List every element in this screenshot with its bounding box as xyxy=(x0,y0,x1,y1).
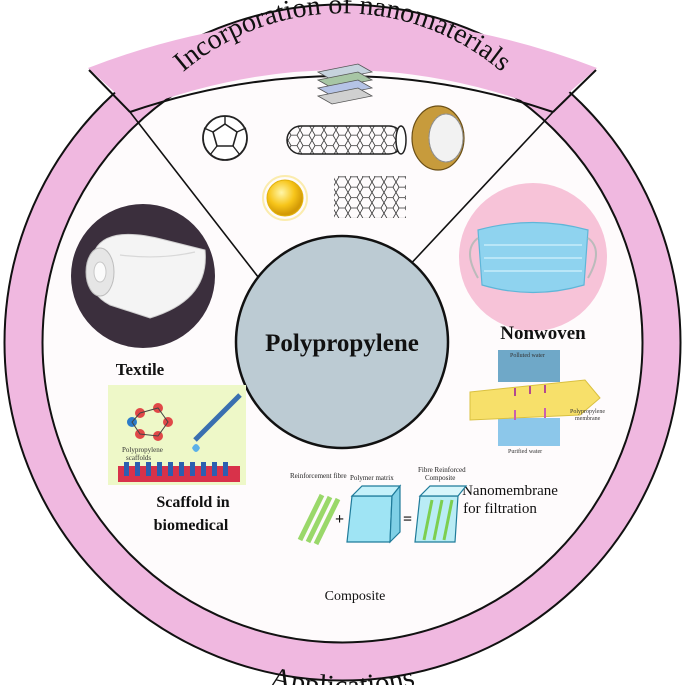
nonwoven-image xyxy=(459,183,607,331)
liposome-icon xyxy=(411,105,465,171)
filtration-image: Polluted water Polypropylene membrane Pu… xyxy=(469,350,605,455)
center-circle xyxy=(234,234,450,450)
equals-sign: = xyxy=(403,511,412,528)
graphene-sheet-icon xyxy=(334,176,406,218)
scaffold-image: Polypropylene scaffolds xyxy=(108,385,246,485)
center-label: Polypropylene xyxy=(265,330,419,357)
carbon-nanotube-icon xyxy=(286,125,407,155)
filter-membrane-label-2: membrane xyxy=(575,416,601,422)
composite-fibre-label: Reinforcement fibre xyxy=(290,472,347,480)
composite-label: Composite xyxy=(325,589,386,604)
filter-polluted-label: Polluted water xyxy=(510,353,545,359)
gold-nanoparticle-icon xyxy=(262,175,308,221)
reinforced-composite-block xyxy=(414,485,468,543)
filter-purified-label: Purified water xyxy=(508,448,542,455)
graphene-stack-icon xyxy=(316,63,374,105)
reinforcement-fibres xyxy=(297,493,341,546)
nonwoven-label: Nonwoven xyxy=(500,323,586,344)
spoke-right xyxy=(404,111,554,271)
spoke-left xyxy=(129,111,263,283)
nanomembrane-label-line2: for filtration xyxy=(463,501,537,517)
nanomaterial-band xyxy=(88,19,597,110)
textile-label: Textile xyxy=(116,360,165,379)
composite-image: + = Reinforcement fibre Polymer matrix F… xyxy=(290,466,468,546)
polymer-matrix-block xyxy=(346,484,402,544)
plus-sign: + xyxy=(335,511,344,528)
filter-membrane-label-1: Polypropylene xyxy=(570,409,605,415)
nanomembrane-label-line1: Nanomembrane xyxy=(462,483,558,499)
scaffold-caption-2: scaffolds xyxy=(126,454,151,462)
scaffold-label-line1: Scaffold in xyxy=(156,494,229,511)
scaffold-caption-1: Polypropylene xyxy=(122,446,163,454)
scaffold-label-line2: biomedical xyxy=(154,517,229,534)
composite-result-label-1: Fibre Reinforced xyxy=(418,466,466,474)
band-divider-left xyxy=(88,69,131,113)
textile-image xyxy=(71,204,215,348)
band-divider-right xyxy=(552,69,597,113)
composite-matrix-label: Polymer matrix xyxy=(350,474,394,482)
composite-result-label-2: Composite xyxy=(425,474,455,482)
fullerene-icon xyxy=(202,115,248,161)
